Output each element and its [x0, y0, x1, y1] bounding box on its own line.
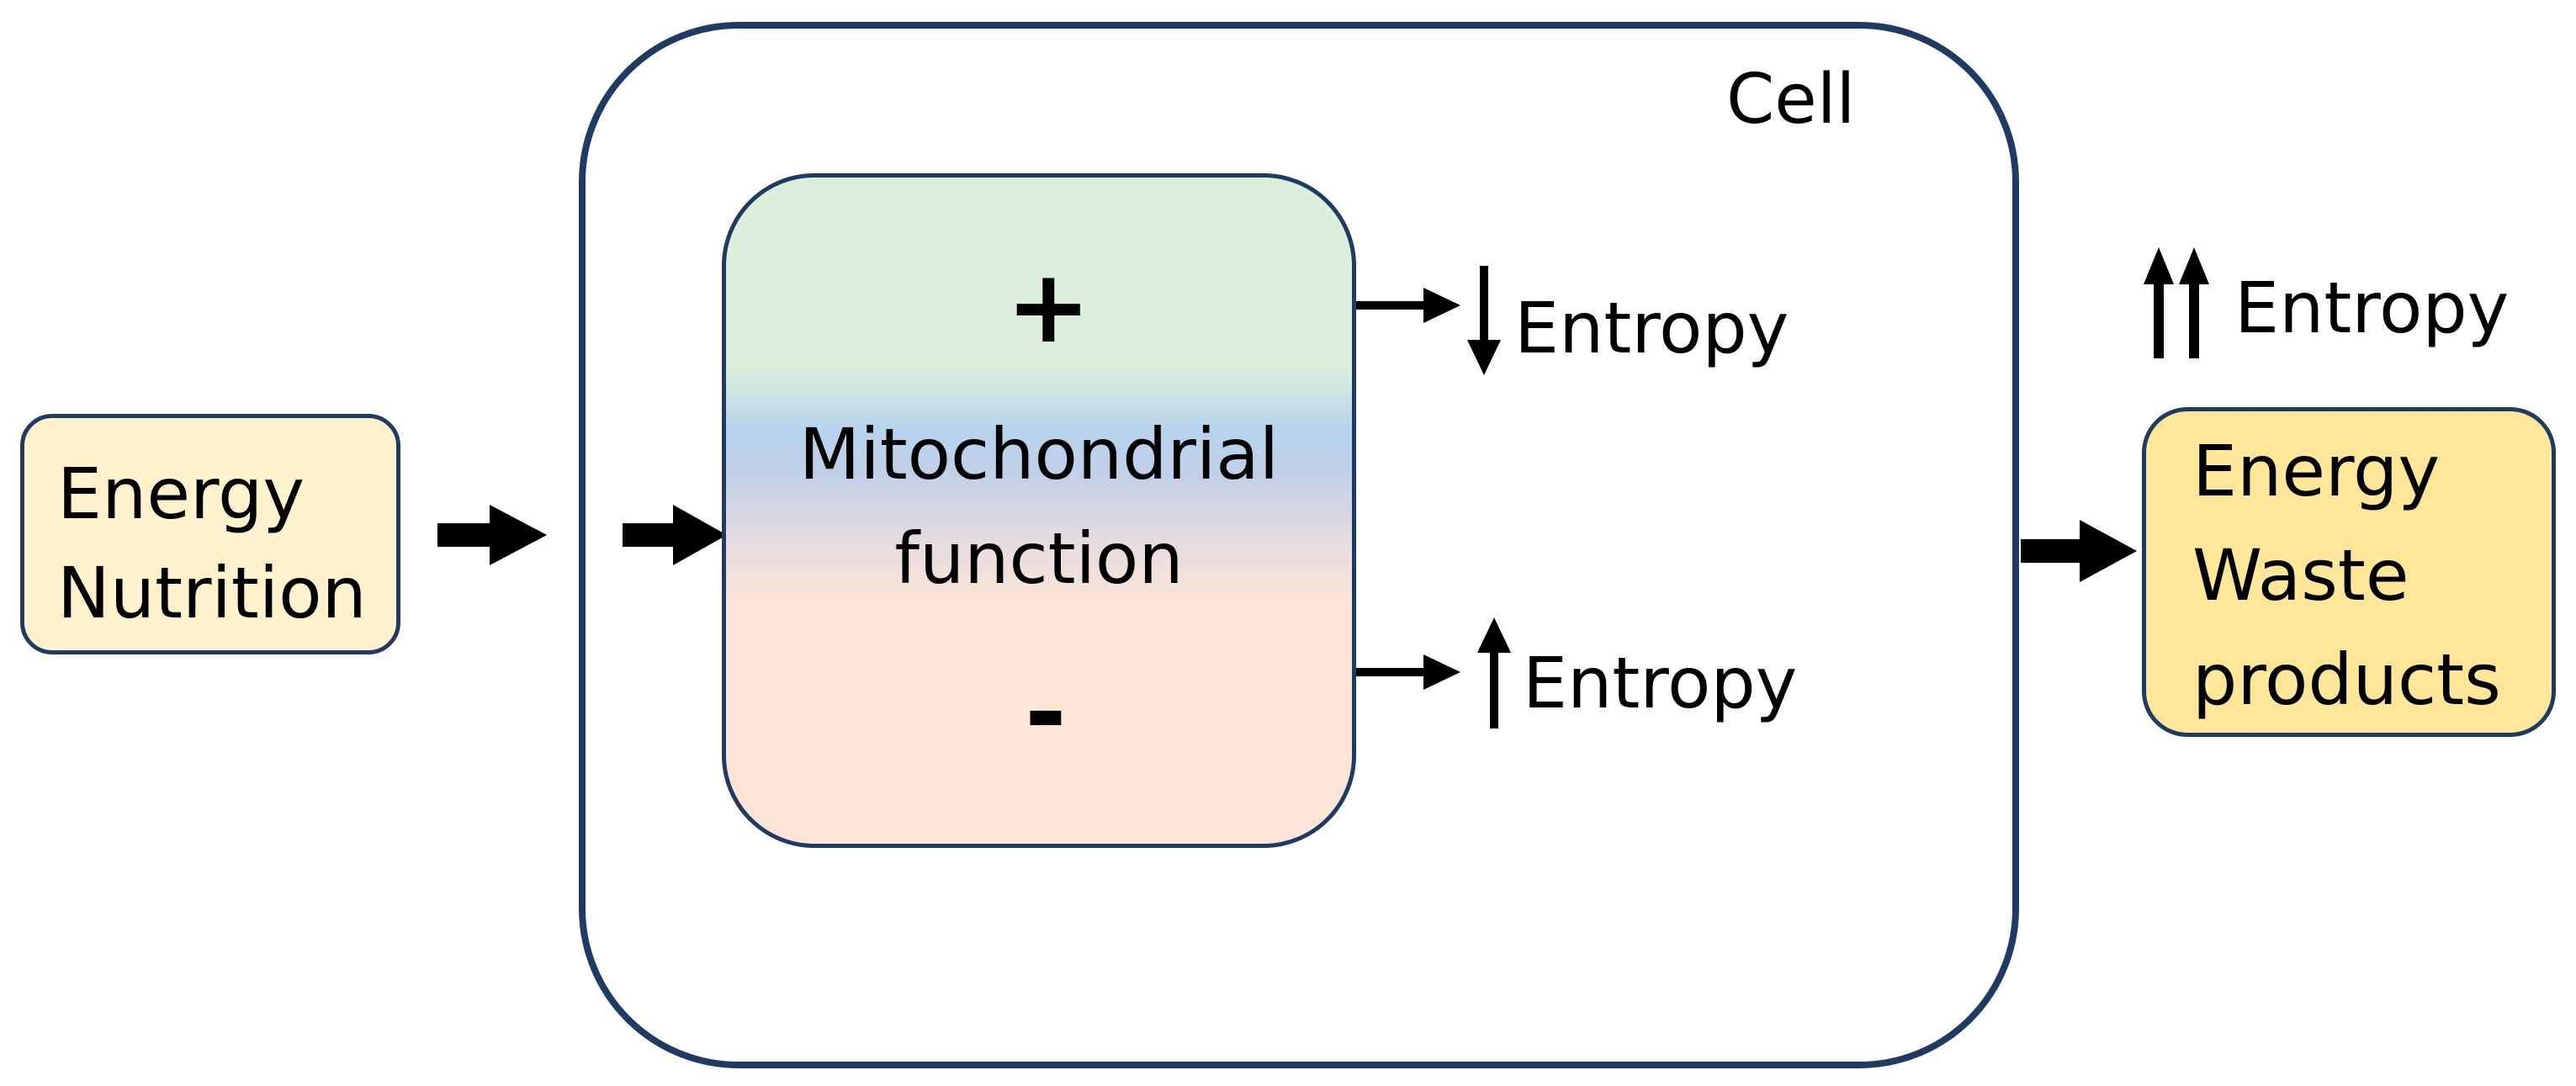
output-arrow-icon: [2021, 520, 2137, 582]
mito-label-line-1: Mitochondrial: [798, 413, 1280, 495]
minus-sign: -: [1025, 654, 1067, 771]
mito-label-line-2: function: [894, 517, 1184, 600]
lower-output-arrow-icon: [1356, 654, 1460, 690]
energy-waste-label: Energy Waste products: [2192, 419, 2501, 732]
mito-input-arrow-icon: [623, 505, 727, 565]
entropy-decrease-label: Entropy: [1514, 287, 1789, 369]
energy-nutrition-line-1: Energy: [57, 453, 305, 535]
waste-line-1: Energy: [2192, 430, 2441, 512]
output-entropy-label: Entropy: [2234, 267, 2510, 349]
energy-nutrition-label: Energy Nutrition: [57, 444, 367, 643]
waste-line-2: Waste: [2192, 534, 2409, 617]
entropy-down-arrow-icon: [1467, 266, 1501, 375]
cell-title: Cell: [1726, 60, 1856, 140]
plus-sign: +: [1006, 249, 1091, 366]
energy-waste-box: [2142, 407, 2556, 737]
mitochondrial-function-box: [722, 173, 1356, 848]
waste-line-3: products: [2192, 638, 2501, 721]
entropy-double-up-arrow-icon: [2144, 247, 2209, 358]
mitochondrial-function-label: Mitochondrial function: [722, 402, 1356, 611]
upper-output-arrow-icon: [1356, 288, 1460, 323]
input-arrow-icon: [437, 505, 547, 565]
entropy-up-arrow-icon: [1477, 617, 1511, 728]
energy-nutrition-box: [20, 414, 400, 654]
energy-nutrition-line-2: Nutrition: [57, 552, 367, 634]
entropy-increase-label: Entropy: [1523, 642, 1798, 724]
